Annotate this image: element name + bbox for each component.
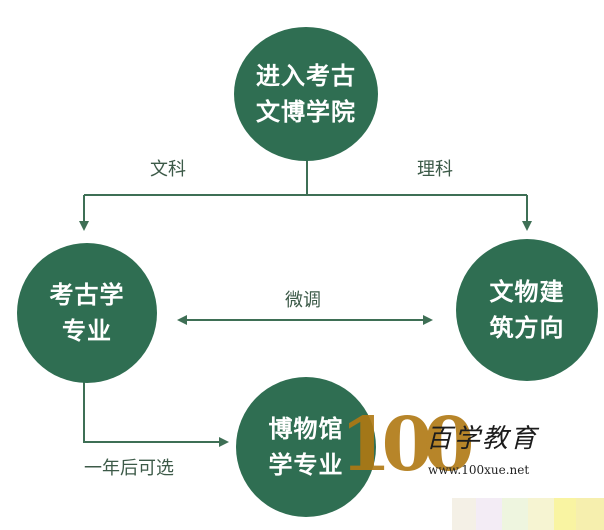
node-archaeology: 考古学 专业	[17, 243, 157, 383]
node-archaeology-line1: 考古学	[49, 281, 125, 309]
edge-label-liberal-arts: 文科	[150, 159, 186, 180]
arrow-to-museum	[83, 380, 229, 447]
node-museum: 博物馆 学专业	[236, 377, 376, 517]
edge-label-science: 理科	[417, 159, 453, 180]
edge-label-adjust: 微调	[285, 290, 321, 311]
watermark-url: www.100xue.net	[428, 463, 530, 477]
node-museum-line1: 博物馆	[268, 415, 344, 443]
node-museum-line2: 学专业	[268, 451, 344, 479]
edge-label-after-one-year: 一年后可选	[84, 458, 174, 479]
node-relics-line1: 文物建	[489, 278, 565, 306]
node-relics-line2: 筑方向	[489, 314, 565, 342]
node-relics: 文物建 筑方向	[456, 239, 598, 381]
node-archaeology-line2: 专业	[62, 317, 112, 345]
node-start: 进入考古 文博学院	[234, 27, 378, 161]
watermark-number: 100	[340, 402, 475, 488]
watermark-brand: 百学教育	[426, 424, 539, 454]
node-start-line2: 文博学院	[256, 98, 356, 126]
pixelated-corner	[452, 498, 604, 530]
node-start-line1: 进入考古	[256, 62, 356, 90]
